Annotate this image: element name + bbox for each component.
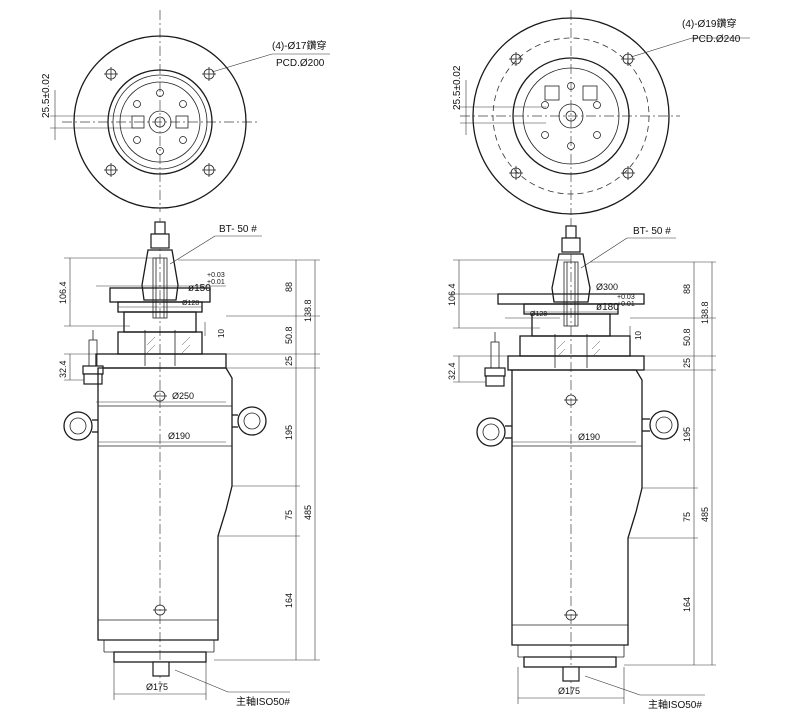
left-dim-10: 10 [217,329,226,338]
left-dia-190: Ø190 [168,431,190,441]
right-dia-175: Ø175 [558,686,580,696]
left-height-tol-label: 25.5±0.02 [41,73,52,118]
right-height-tol-label: 25.5±0.02 [452,65,463,110]
left-dia-128: Ø128 [182,300,199,307]
left-flange-outer-circle [73,35,247,209]
right-dim-195: 195 [682,427,692,442]
left-tol-minus: +0.01 [207,279,225,286]
left-dia-150: ø150 [188,283,211,294]
right-dim-485: 485 [700,507,710,522]
right-dim-10: 10 [634,331,643,340]
left-dim-50-8: 50.8 [284,326,294,344]
left-dia-175: Ø175 [146,682,168,692]
right-dia-180: ø180 [596,302,619,313]
right-flange-bolt-holes [509,52,635,180]
left-spindle-label: 主軸ISO50# [236,695,290,708]
right-dia-190: Ø190 [578,432,600,442]
right-dim-138-8: 138.8 [700,301,710,324]
right-dim-88: 88 [682,284,692,294]
left-dim-25: 25 [284,356,294,366]
right-flange-outer-circle [472,17,670,215]
left-pcd-note: PCD.Ø200 [276,58,325,69]
left-dim-485: 485 [303,505,313,520]
right-dim-25: 25 [682,358,692,368]
left-dia-250: Ø250 [172,391,194,401]
left-hole-note: (4)-Ø17鑽穿 [272,39,326,52]
right-side-view: Ø300 ø180 +0.03 +0.01 Ø128 Ø190 Ø175 BT-… [447,218,716,711]
right-dim-50-8: 50.8 [682,328,692,346]
right-tol-minus: +0.01 [617,301,635,308]
left-side-view: ø150 +0.03 +0.01 Ø128 Ø250 Ø190 Ø175 BT-… [58,218,320,708]
right-dia-300: Ø300 [596,282,618,292]
right-dim-164: 164 [682,597,692,612]
left-dim-88: 88 [284,282,294,292]
left-dim-138-8: 138.8 [303,299,313,322]
right-dim-106-4: 106.4 [447,283,457,306]
right-tol-plus: +0.03 [617,294,635,301]
right-dim-32-4: 32.4 [447,362,457,380]
left-flange-bolt-holes [104,67,216,177]
left-dim-32-4: 32.4 [58,360,68,378]
right-spindle-label: 主軸ISO50# [648,698,702,711]
right-bt-label: BT- 50 # [633,226,671,237]
right-top-view: 25.5±0.02 (4)-Ø19鑽穿 PCD.Ø240 [452,10,750,215]
right-pcd-note: PCD.Ø240 [692,34,741,45]
left-tol-plus: +0.03 [207,272,225,279]
left-bt-label: BT- 50 # [219,224,257,235]
right-dia-128: Ø128 [530,311,547,318]
left-dim-164: 164 [284,593,294,608]
left-dim-195: 195 [284,425,294,440]
left-dim-75: 75 [284,510,294,520]
right-hole-note: (4)-Ø19鑽穿 [682,17,736,30]
left-dim-106-4: 106.4 [58,281,68,304]
right-dim-75: 75 [682,512,692,522]
left-top-view: 25.5±0.02 (4)-Ø17鑽穿 PCD.Ø200 [41,10,330,212]
